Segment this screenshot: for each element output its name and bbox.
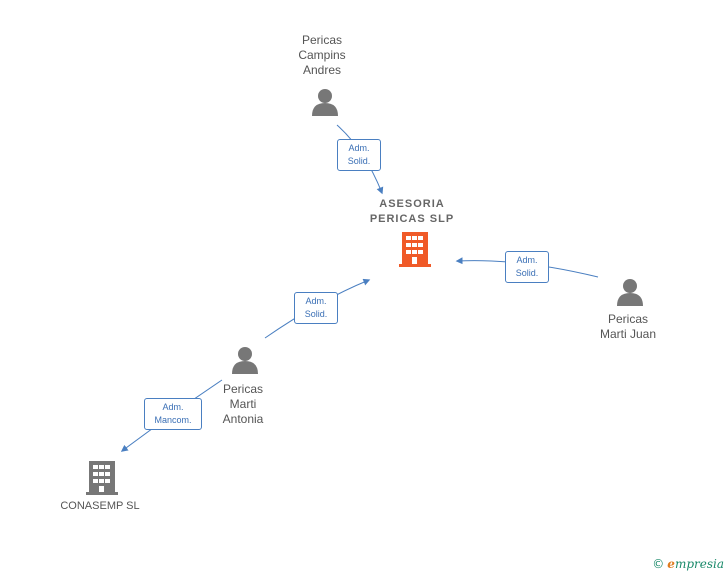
person-antonia-line1: Pericas xyxy=(222,382,263,396)
edge-label-antonia-to-main[interactable]: Adm. Solid. xyxy=(294,292,338,324)
person-juan-line1: Pericas xyxy=(607,312,648,326)
brand-rest: mpresia xyxy=(674,557,724,571)
person-icon-juan[interactable] xyxy=(617,279,643,306)
edge-juan-line2: Solid. xyxy=(515,268,539,278)
edge-andres-line1: Adm. xyxy=(348,143,370,153)
edge-antonia-main-line2: Solid. xyxy=(304,309,328,319)
person-icon-andres[interactable] xyxy=(312,89,338,116)
person-andres-line2: Campins xyxy=(298,48,346,62)
main-company-line2: PERICAS SLP xyxy=(369,213,455,225)
person-andres-line3: Andres xyxy=(302,63,342,77)
edge-antonia-conasemp-line2: Mancom. xyxy=(154,415,192,425)
person-label-juan[interactable]: Pericas Marti Juan xyxy=(578,312,678,342)
edge-antonia-conasemp-line1: Adm. xyxy=(162,402,184,412)
person-juan-line2: Marti Juan xyxy=(599,327,657,341)
person-label-antonia[interactable]: Pericas Marti Antonia xyxy=(193,382,293,427)
person-antonia-line2: Marti xyxy=(229,397,257,411)
person-icon-antonia[interactable] xyxy=(232,347,258,374)
edge-label-juan-to-main[interactable]: Adm. Solid. xyxy=(505,251,549,283)
building-icon-conasemp[interactable] xyxy=(86,461,118,495)
main-company-line1: ASESORIA xyxy=(379,198,445,210)
edge-label-antonia-to-conasemp[interactable]: Adm. Mancom. xyxy=(144,398,202,430)
person-label-andres[interactable]: Pericas Campins Andres xyxy=(272,33,372,78)
empresia-copyright[interactable]: ©empresia xyxy=(652,557,724,571)
edge-juan-line1: Adm. xyxy=(516,255,538,265)
edge-label-andres-to-main[interactable]: Adm. Solid. xyxy=(337,139,381,171)
conasemp-line1: CONASEMP SL xyxy=(60,500,140,512)
main-company-label[interactable]: ASESORIA PERICAS SLP xyxy=(352,197,472,227)
edge-andres-line2: Solid. xyxy=(347,156,371,166)
building-icon-main-company[interactable] xyxy=(399,232,431,267)
conasemp-label[interactable]: CONASEMP SL xyxy=(40,499,160,514)
person-andres-line1: Pericas xyxy=(301,33,342,47)
brand-initial: e xyxy=(667,557,675,571)
copyright-symbol: © xyxy=(652,557,665,571)
person-antonia-line3: Antonia xyxy=(222,412,264,426)
edge-antonia-main-line1: Adm. xyxy=(305,296,327,306)
